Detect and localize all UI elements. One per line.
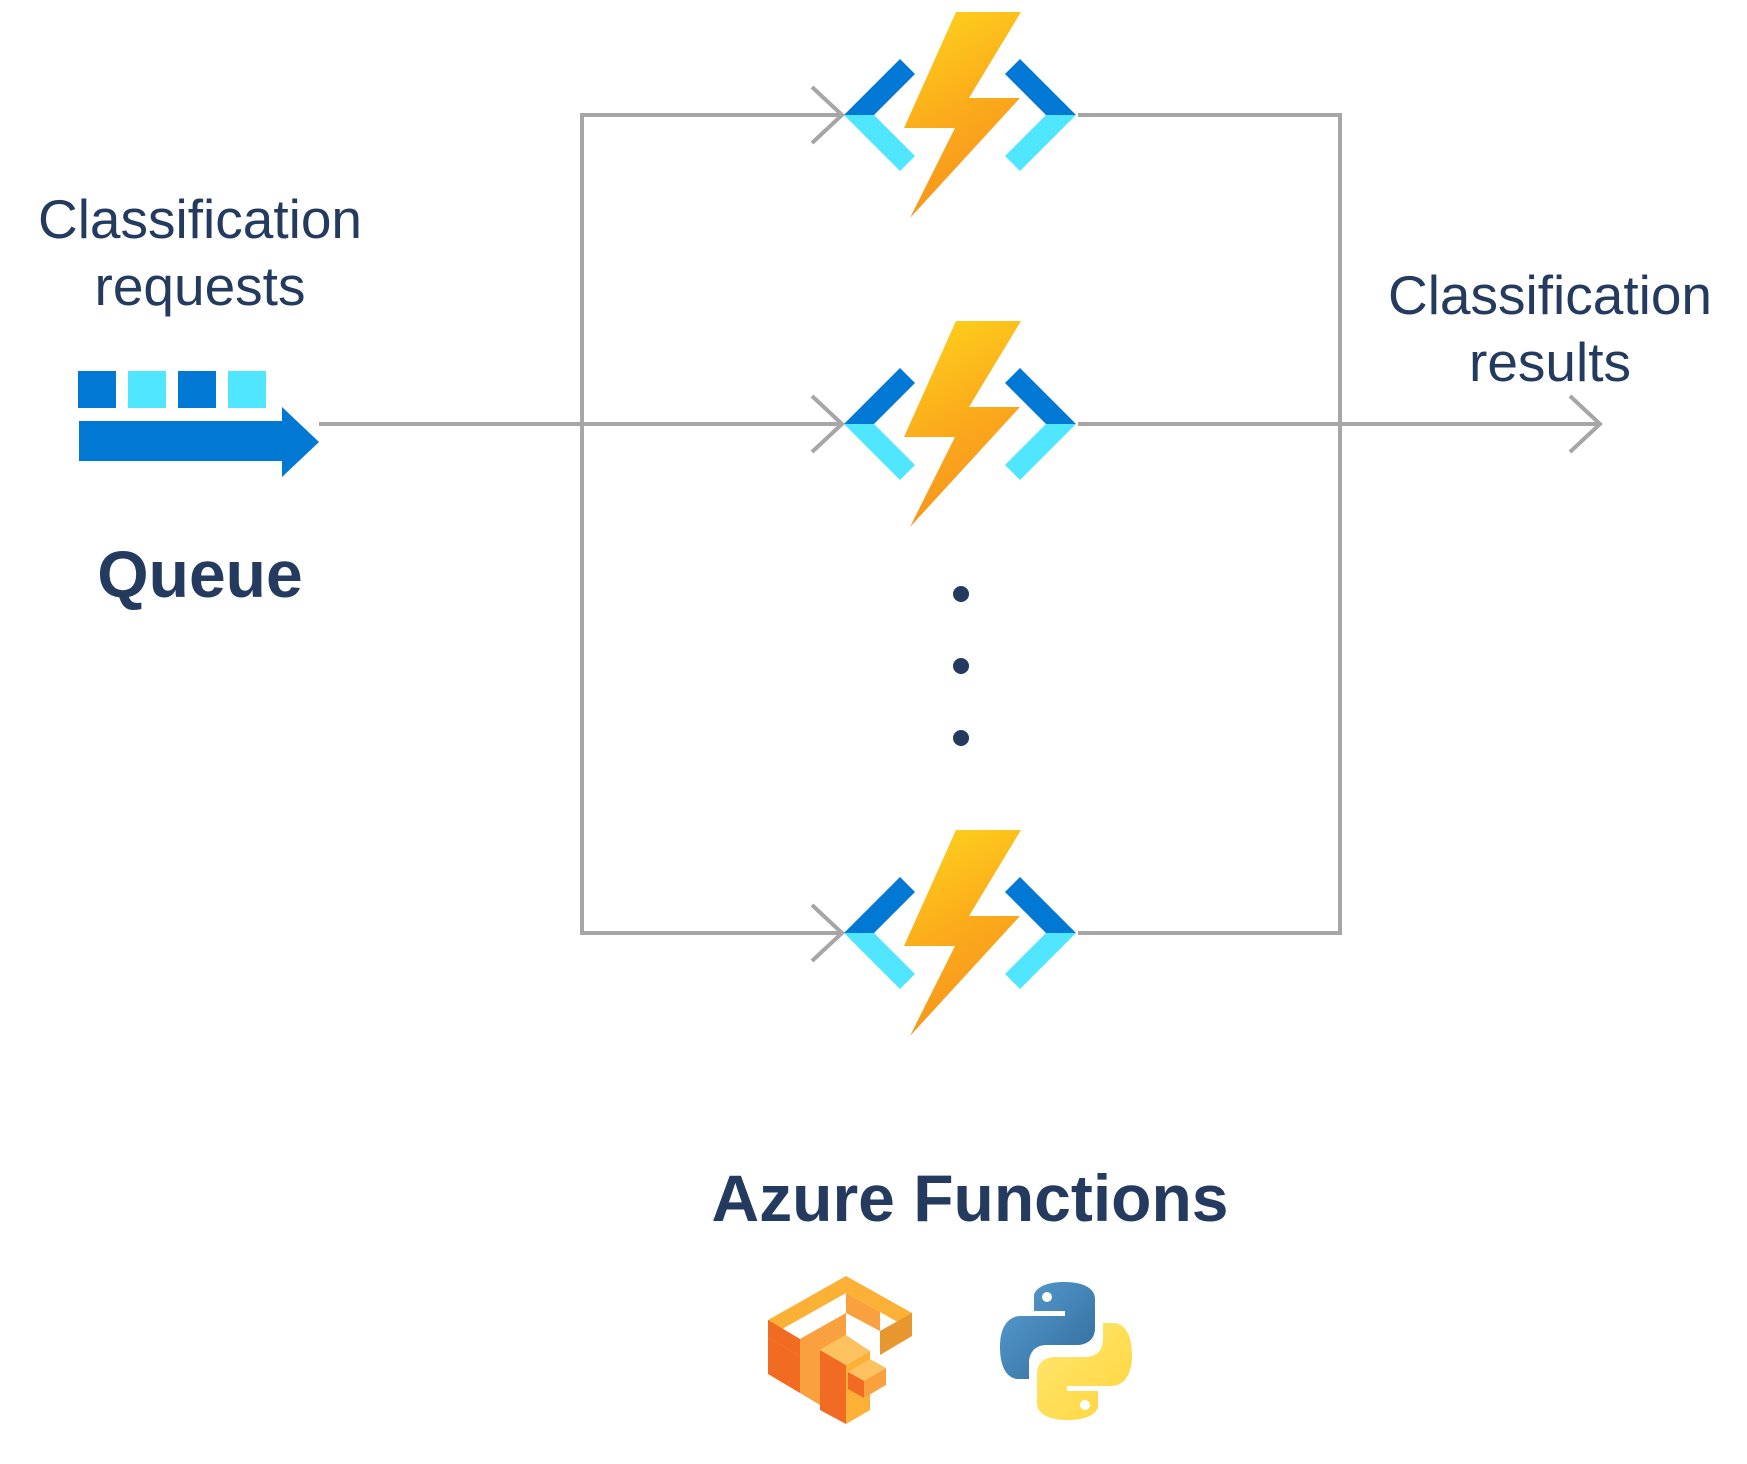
queue-arrow [79,407,319,477]
queue-icon [78,371,319,477]
queue-message-4 [228,371,266,408]
connectors [319,113,1598,935]
azure-function-icon-3 [844,830,1076,1036]
classification-results-label: Classification results [1370,262,1730,396]
ellipsis-dots [953,586,969,746]
python-logo [1000,1282,1132,1420]
azure-function-icon-2 [844,321,1076,527]
queue-label: Queue [97,537,303,611]
queue-message-1 [78,371,116,408]
results-label-line-1: Classification [1387,264,1712,326]
azure-functions-label: Azure Functions [711,1161,1229,1235]
fanin-bracket [1078,113,1342,935]
azure-function-icon-1 [844,12,1076,218]
tensorflow-logo [768,1276,912,1424]
queue-message-3 [178,371,216,408]
queue-message-2 [128,371,166,408]
fanout-bracket [580,113,840,935]
requests-label-line-2: requests [94,255,306,318]
classification-requests-label: Classification requests [20,186,380,320]
requests-label-line-1: Classification [37,188,362,250]
results-label-line-2: results [1469,331,1631,394]
